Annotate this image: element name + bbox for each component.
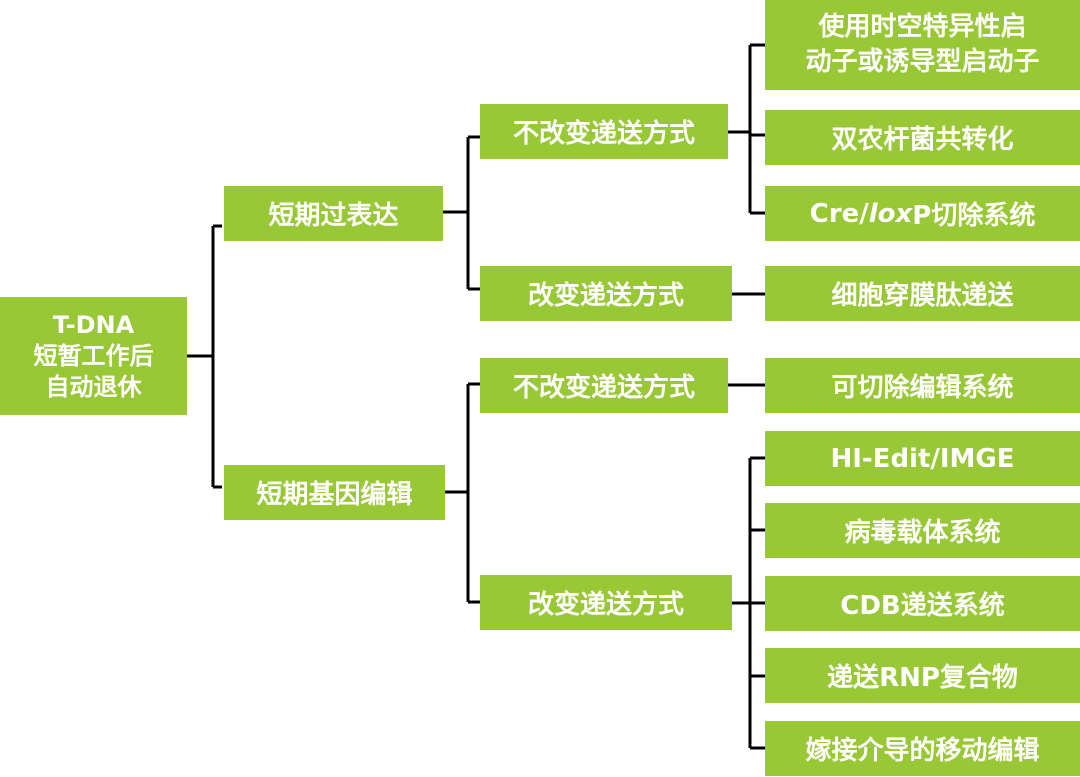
leaf-rnp-complex-delivery: 递送RNP复合物 [765, 648, 1080, 703]
leaf-promoter-line-1: 使用时空特异性启 [818, 12, 1027, 42]
leaf-viral-vector-system: 病毒载体系统 [765, 503, 1080, 558]
root-line-3: 自动退休 [45, 372, 142, 401]
method-no-delivery-change-2: 不改变递送方式 [480, 358, 728, 413]
lox-italic: lox [868, 198, 913, 229]
connector-overexpression [443, 135, 480, 291]
root-node: T-DNA 短暂工作后 自动退休 [0, 297, 187, 415]
leaf-promoter-line-2: 动子或诱导型启动子 [805, 47, 1040, 77]
leaf-excisable-editing-system: 可切除编辑系统 [765, 358, 1080, 413]
method-delivery-change-2: 改变递送方式 [480, 575, 732, 630]
connector-root [187, 224, 222, 489]
connector-nochange-1 [728, 43, 765, 215]
leaf-agrobacterium-cotransformation: 双农杆菌共转化 [765, 110, 1080, 165]
connector-editing [445, 382, 480, 604]
leaf-grafting-mobile-editing: 嫁接介导的移动编辑 [765, 721, 1080, 776]
branch-short-term-overexpression: 短期过表达 [224, 186, 443, 241]
cre-suffix: P切除系统 [912, 201, 1036, 231]
connector-change-2 [732, 456, 765, 750]
leaf-cell-penetrating-peptide: 细胞穿膜肽递送 [765, 266, 1080, 321]
leaf-spatiotemporal-promoter: 使用时空特异性启 动子或诱导型启动子 [765, 0, 1080, 90]
method-no-delivery-change-1: 不改变递送方式 [480, 104, 728, 159]
cre-prefix: Cre/ [809, 198, 869, 229]
method-delivery-change-1: 改变递送方式 [480, 266, 732, 321]
root-line-1: T-DNA [52, 310, 135, 339]
leaf-cdb-delivery-system: CDB递送系统 [765, 576, 1080, 631]
branch-short-term-gene-editing: 短期基因编辑 [224, 465, 445, 520]
leaf-hi-edit-imge: HI-Edit/IMGE [765, 431, 1080, 486]
root-line-2: 短暂工作后 [33, 341, 154, 370]
